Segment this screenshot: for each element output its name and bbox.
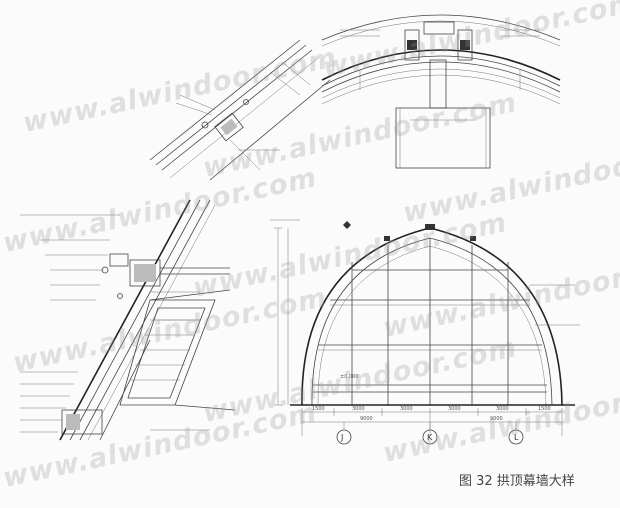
arch-elevation: 1500 3000 3000 3000 3000 1500 9000 9000 … [270,219,580,445]
grid-label-j: J [340,433,343,442]
dim-6: 1500 [538,406,551,412]
level-mark: ±0.000 [340,374,359,380]
grid-label-k: K [427,433,433,442]
ridge-detail [321,14,561,169]
total-dim-left: 9000 [360,416,373,422]
dim-1: 1500 [312,406,325,412]
diagonal-joint-detail [149,39,331,181]
total-dim-right: 9000 [490,416,503,422]
dim-4: 3000 [448,406,461,412]
dim-5: 3000 [496,406,509,412]
figure-caption: 图 32 拱顶幕墙大样 [459,474,575,489]
base-section-detail [20,199,236,441]
dim-3: 3000 [400,406,413,412]
grid-label-l: L [514,433,519,442]
dim-2: 3000 [352,406,365,412]
